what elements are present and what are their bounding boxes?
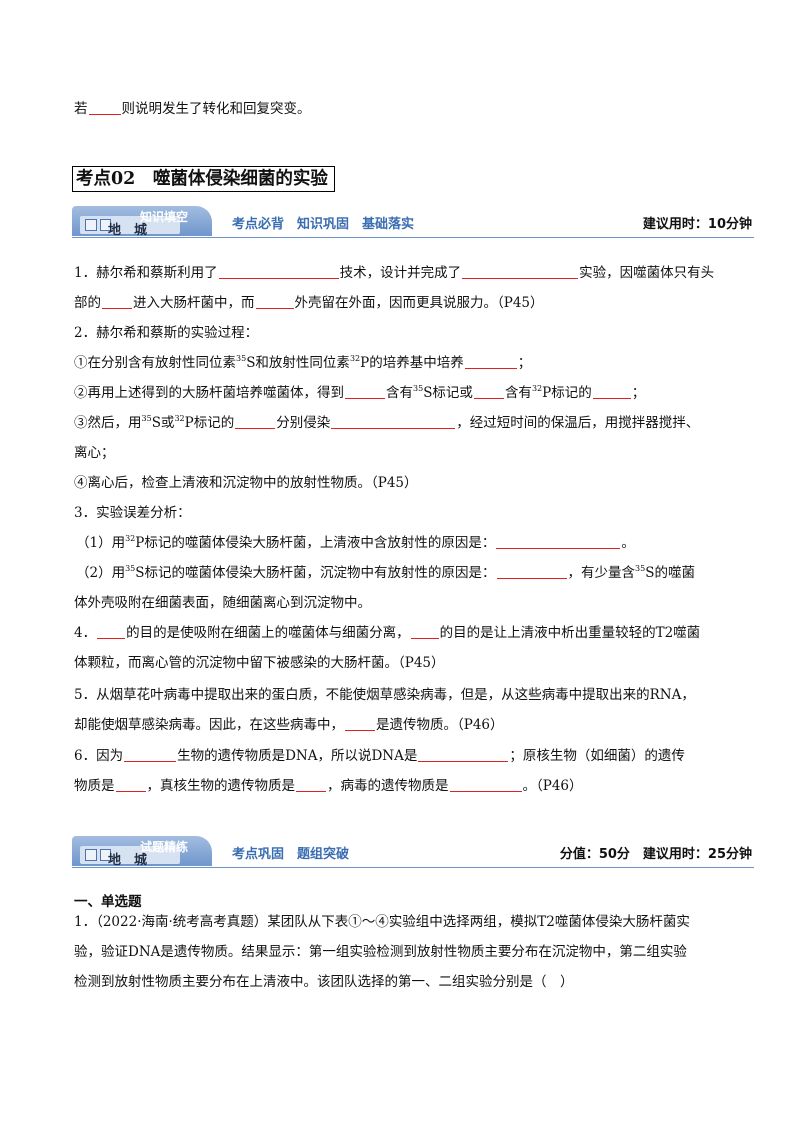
answer-blank[interactable] (345, 383, 385, 399)
question-3-part-1: （1）用32P标记的噬菌体侵染大肠杆菌，上清液中含放射性的原因是：。 (76, 533, 635, 552)
question-2-step-2: ②再用上述得到的大肠杆菌培养噬菌体，得到含有35S标记或含有32P标记的； (74, 383, 646, 402)
answer-blank[interactable] (473, 383, 504, 399)
answer-blank[interactable] (296, 776, 326, 792)
answer-blank[interactable] (218, 263, 339, 279)
answer-blank[interactable] (449, 776, 522, 792)
question-1-line-1: 1．赫尔希和蔡斯利用了技术，设计并完成了实验，因噬菌体只有头 (74, 263, 715, 281)
section-title: 考点02 噬菌体侵染细菌的实验 (72, 166, 335, 192)
banner-slogan: 考点巩固 题组突破 (232, 847, 350, 862)
answer-blank[interactable] (462, 263, 579, 279)
prev-question-line: 若则说明发生了转化和回复突变。 (74, 99, 311, 117)
banner-slogan: 考点必背 知识巩固 基础落实 (232, 217, 415, 232)
answer-blank[interactable] (331, 413, 456, 429)
question-5-line-1: 5．从烟草花叶病毒中提取出来的蛋白质，不能使烟草感染病毒，但是，从这些病毒中提取… (74, 687, 695, 703)
answer-blank[interactable] (97, 623, 126, 639)
question-2-step-1: ①在分别含有放射性同位素35S和放射性同位素32P的培养基中培养； (74, 353, 532, 372)
answer-blank[interactable] (255, 293, 294, 309)
answer-blank[interactable] (496, 563, 567, 579)
question-2-step-4: ④离心后，检查上清液和沉淀物中的放射性物质。（P45） (74, 475, 418, 491)
answer-blank[interactable] (496, 533, 621, 549)
question-1-line-2: 部的进入大肠杆菌中，而外壳留在外面，因而更具说服力。（P45） (74, 293, 544, 311)
book-icon (85, 219, 111, 231)
score-and-time: 分值：50分 建议用时：25分钟 (559, 847, 752, 862)
question-2-title: 2．赫尔希和蔡斯的实验过程： (74, 325, 259, 341)
problem-1-line-3: 检测到放射性物质主要分布在上清液中。该团队选择的第一、二组实验分别是（ ） (74, 974, 574, 990)
answer-blank[interactable] (592, 383, 631, 399)
answer-blank[interactable] (88, 99, 121, 115)
banner-tab-title: 试题精练 (140, 840, 189, 854)
problem-1-line-2: 验，验证DNA是遗传物质。结果显示：第一组实验检测到放射性物质主要分布在沉淀物中… (74, 944, 687, 960)
single-choice-heading: 一、单选题 (74, 894, 142, 910)
answer-blank[interactable] (464, 353, 517, 369)
question-3-part-2-cont: 体外壳吸附在细菌表面，随细菌离心到沉淀物中。 (74, 595, 371, 611)
answer-blank[interactable] (410, 623, 439, 639)
answer-blank[interactable] (102, 293, 132, 309)
banner-tab-title: 知识填空 (140, 210, 189, 224)
book-icon (85, 849, 111, 861)
question-4-line-2: 体颗粒，而离心管的沉淀物中留下被感染的大肠杆菌。（P45） (74, 655, 445, 671)
question-4-line-1: 4．的目的是使吸附在细菌上的噬菌体与细菌分离，的目的是让上清液中析出重量较轻的T… (74, 623, 701, 641)
answer-blank[interactable] (124, 746, 177, 762)
banner-tab-label: 地 城 (108, 853, 148, 868)
question-6-line-2: 物质是，真核生物的遗传物质是，病毒的遗传物质是。（P46） (74, 776, 583, 794)
answer-blank[interactable] (418, 746, 509, 762)
question-6-line-1: 6．因为生物的遗传物质是DNA，所以说DNA是；原核生物（如细菌）的遗传 (74, 746, 685, 764)
suggested-time: 建议用时：10分钟 (642, 217, 752, 232)
banner-divider (72, 237, 754, 238)
problem-1-line-1: 1．（2022·海南·统考高考真题）某团队从下表①～④实验组中选择两组，模拟T2… (74, 914, 690, 930)
knowledge-fill-banner: 地 城 知识填空 考点必背 知识巩固 基础落实 建议用时：10分钟 (72, 206, 754, 238)
question-3-title: 3．实验误差分析： (74, 505, 191, 521)
question-2-step-3: ③然后，用35S或32P标记的分别侵染，经过短时间的保温后，用搅拌器搅拌、 (74, 413, 700, 432)
banner-tab-label: 地 城 (108, 223, 148, 238)
question-3-part-2: （2）用35S标记的噬菌体侵染大肠杆菌，沉淀物中有放射性的原因是：，有少量含35… (76, 563, 695, 582)
banner-divider (72, 867, 754, 868)
question-5-line-2: 却能使烟草感染病毒。因此，在这些病毒中，是遗传物质。（P46） (74, 715, 504, 733)
answer-blank[interactable] (345, 715, 375, 731)
practice-banner: 地 城 试题精练 考点巩固 题组突破 分值：50分 建议用时：25分钟 (72, 836, 754, 868)
answer-blank[interactable] (115, 776, 146, 792)
question-2-step-3-cont: 离心； (74, 445, 115, 461)
answer-blank[interactable] (235, 413, 276, 429)
